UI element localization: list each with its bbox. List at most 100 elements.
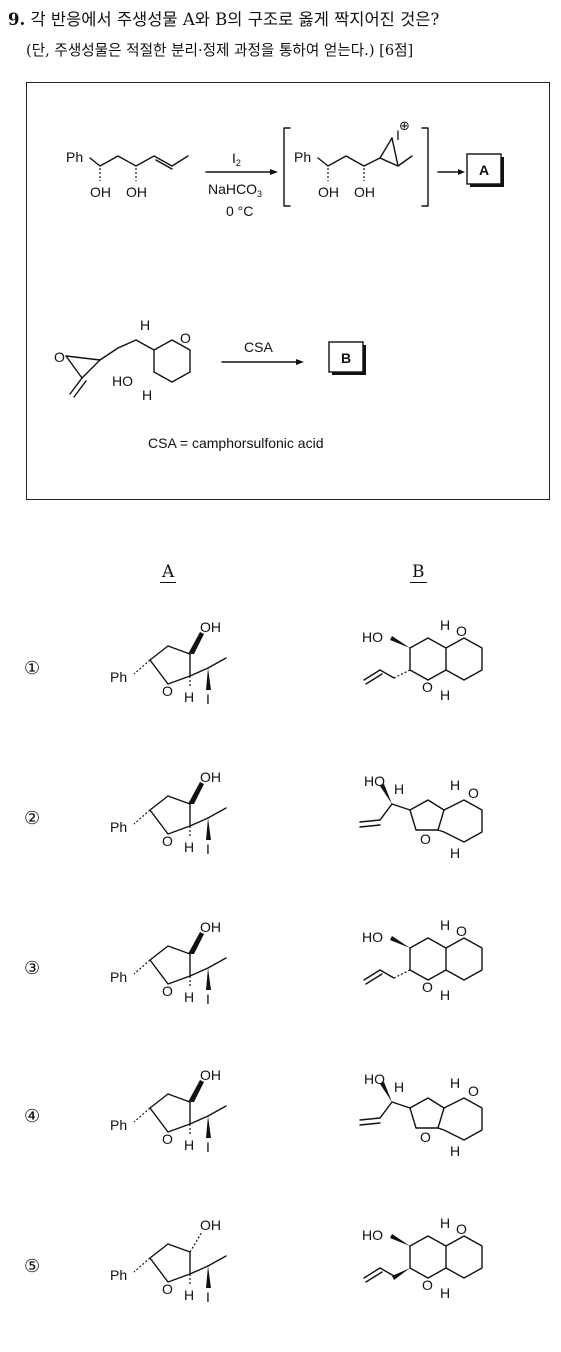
svg-text:H: H xyxy=(184,839,194,855)
ring-oxygen: O xyxy=(180,330,191,346)
option-3-structure-b: O O H H HO xyxy=(340,917,510,1025)
reaction-temp: 0 °C xyxy=(226,203,253,219)
svg-text:Ph: Ph xyxy=(110,969,127,985)
svg-text:H: H xyxy=(440,1285,450,1301)
svg-text:O: O xyxy=(420,831,431,847)
substrate-epoxide: O O H H HO xyxy=(54,317,191,403)
reagent-csa: CSA xyxy=(244,339,273,355)
svg-text:H: H xyxy=(440,617,450,633)
iodonium-intermediate: Ph I ⊕ OH OH xyxy=(283,118,429,207)
arrow-3: CSA xyxy=(221,339,304,365)
option-3-structure-a: O OH Ph H I xyxy=(110,919,250,1025)
svg-text:O: O xyxy=(456,923,467,939)
svg-text:OH: OH xyxy=(200,769,221,785)
svg-text:Ph: Ph xyxy=(110,1117,127,1133)
svg-text:I: I xyxy=(206,1139,210,1155)
option-4-structure-b: O O H H H HO xyxy=(340,1068,510,1173)
csa-footnote: CSA = camphorsulfonic acid xyxy=(148,435,323,451)
substrate-diol: Ph OH OH xyxy=(66,149,189,200)
svg-text:OH: OH xyxy=(200,619,221,635)
oh-label-1: OH xyxy=(90,184,111,200)
svg-text:I: I xyxy=(206,841,210,857)
question-text: 각 반응에서 주생성물 A와 B의 구조로 옳게 짝지어진 것은? xyxy=(30,10,440,29)
reaction-scheme-box xyxy=(26,82,550,500)
ho-label: HO xyxy=(112,373,133,389)
option-number-2[interactable]: ② xyxy=(24,808,41,829)
svg-text:O: O xyxy=(456,1221,467,1237)
svg-text:OH: OH xyxy=(200,1067,221,1083)
svg-text:H: H xyxy=(440,987,450,1003)
svg-text:O: O xyxy=(162,683,173,699)
svg-text:O: O xyxy=(162,1131,173,1147)
h-label: H xyxy=(142,387,152,403)
svg-text:I: I xyxy=(206,1289,210,1305)
svg-text:OH: OH xyxy=(200,1217,221,1233)
svg-text:Ph: Ph xyxy=(110,1267,127,1283)
svg-text:B: B xyxy=(341,350,351,366)
svg-text:H: H xyxy=(440,917,450,933)
svg-text:H: H xyxy=(450,1075,460,1091)
option-number-3[interactable]: ③ xyxy=(24,958,41,979)
svg-text:HO: HO xyxy=(364,1071,385,1087)
svg-text:O: O xyxy=(422,679,433,695)
svg-text:O: O xyxy=(162,1281,173,1297)
svg-text:O: O xyxy=(162,833,173,849)
option-4-structure-a: O OH Ph H I xyxy=(110,1067,250,1173)
oh-label-3: OH xyxy=(318,184,339,200)
oh-label-4: OH xyxy=(354,184,375,200)
reagent-nahco3: NaHCO3 xyxy=(208,181,262,199)
svg-text:HO: HO xyxy=(364,773,385,789)
option-number-1[interactable]: ① xyxy=(24,658,41,679)
svg-text:A: A xyxy=(479,162,489,178)
svg-text:H: H xyxy=(450,845,460,861)
svg-text:O: O xyxy=(456,623,467,639)
svg-text:O: O xyxy=(422,979,433,995)
question-note: (단, 주생성물은 적절한 분리·정제 과정을 통하여 얻는다.) [6점] xyxy=(26,42,414,59)
option-1-structure-b: O O H H HO xyxy=(340,617,510,725)
ph-label: Ph xyxy=(294,149,311,165)
svg-text:H: H xyxy=(184,689,194,705)
svg-text:OH: OH xyxy=(200,919,221,935)
epoxide-oxygen: O xyxy=(54,349,65,365)
plus-charge: ⊕ xyxy=(399,118,410,133)
column-head-b: B xyxy=(410,562,427,583)
column-head-a: A xyxy=(160,562,177,583)
svg-text:H: H xyxy=(440,1215,450,1231)
svg-text:H: H xyxy=(394,1079,404,1095)
svg-text:H: H xyxy=(394,781,404,797)
svg-text:O: O xyxy=(422,1277,433,1293)
option-5-structure-b: O O H H HO xyxy=(340,1215,510,1323)
option-2-structure-a: O OH Ph H I xyxy=(110,769,250,875)
svg-text:H: H xyxy=(450,1143,460,1159)
svg-text:H: H xyxy=(184,989,194,1005)
option-2-structure-b: O O H H H HO xyxy=(340,770,510,875)
svg-text:O: O xyxy=(162,983,173,999)
svg-text:O: O xyxy=(468,1083,479,1099)
svg-text:H: H xyxy=(184,1287,194,1303)
svg-text:H: H xyxy=(440,687,450,703)
h-label: H xyxy=(140,317,150,333)
option-5-structure-a: O OH Ph H I xyxy=(110,1217,250,1323)
question-title: 9. 각 반응에서 주생성물 A와 B의 구조로 옳게 짝지어진 것은? xyxy=(8,8,556,32)
box-a: A xyxy=(466,153,504,187)
svg-text:I: I xyxy=(206,691,210,707)
svg-text:HO: HO xyxy=(362,1227,383,1243)
iodine-label: I xyxy=(396,127,400,143)
svg-text:Ph: Ph xyxy=(110,669,127,685)
question-number: 9. xyxy=(8,10,26,29)
ph-label: Ph xyxy=(66,149,83,165)
svg-text:HO: HO xyxy=(362,629,383,645)
option-number-4[interactable]: ④ xyxy=(24,1106,41,1127)
box-b: B xyxy=(328,341,366,375)
oh-label-2: OH xyxy=(126,184,147,200)
reagent-i2: I2 xyxy=(232,150,241,168)
svg-text:H: H xyxy=(450,777,460,793)
svg-text:O: O xyxy=(468,785,479,801)
arrow-1: I2 NaHCO3 0 °C xyxy=(205,150,278,219)
svg-text:O: O xyxy=(420,1129,431,1145)
svg-text:I: I xyxy=(206,991,210,1007)
option-1-structure-a: O OH Ph H I xyxy=(110,619,250,725)
svg-text:Ph: Ph xyxy=(110,819,127,835)
option-number-5[interactable]: ⑤ xyxy=(24,1256,41,1277)
